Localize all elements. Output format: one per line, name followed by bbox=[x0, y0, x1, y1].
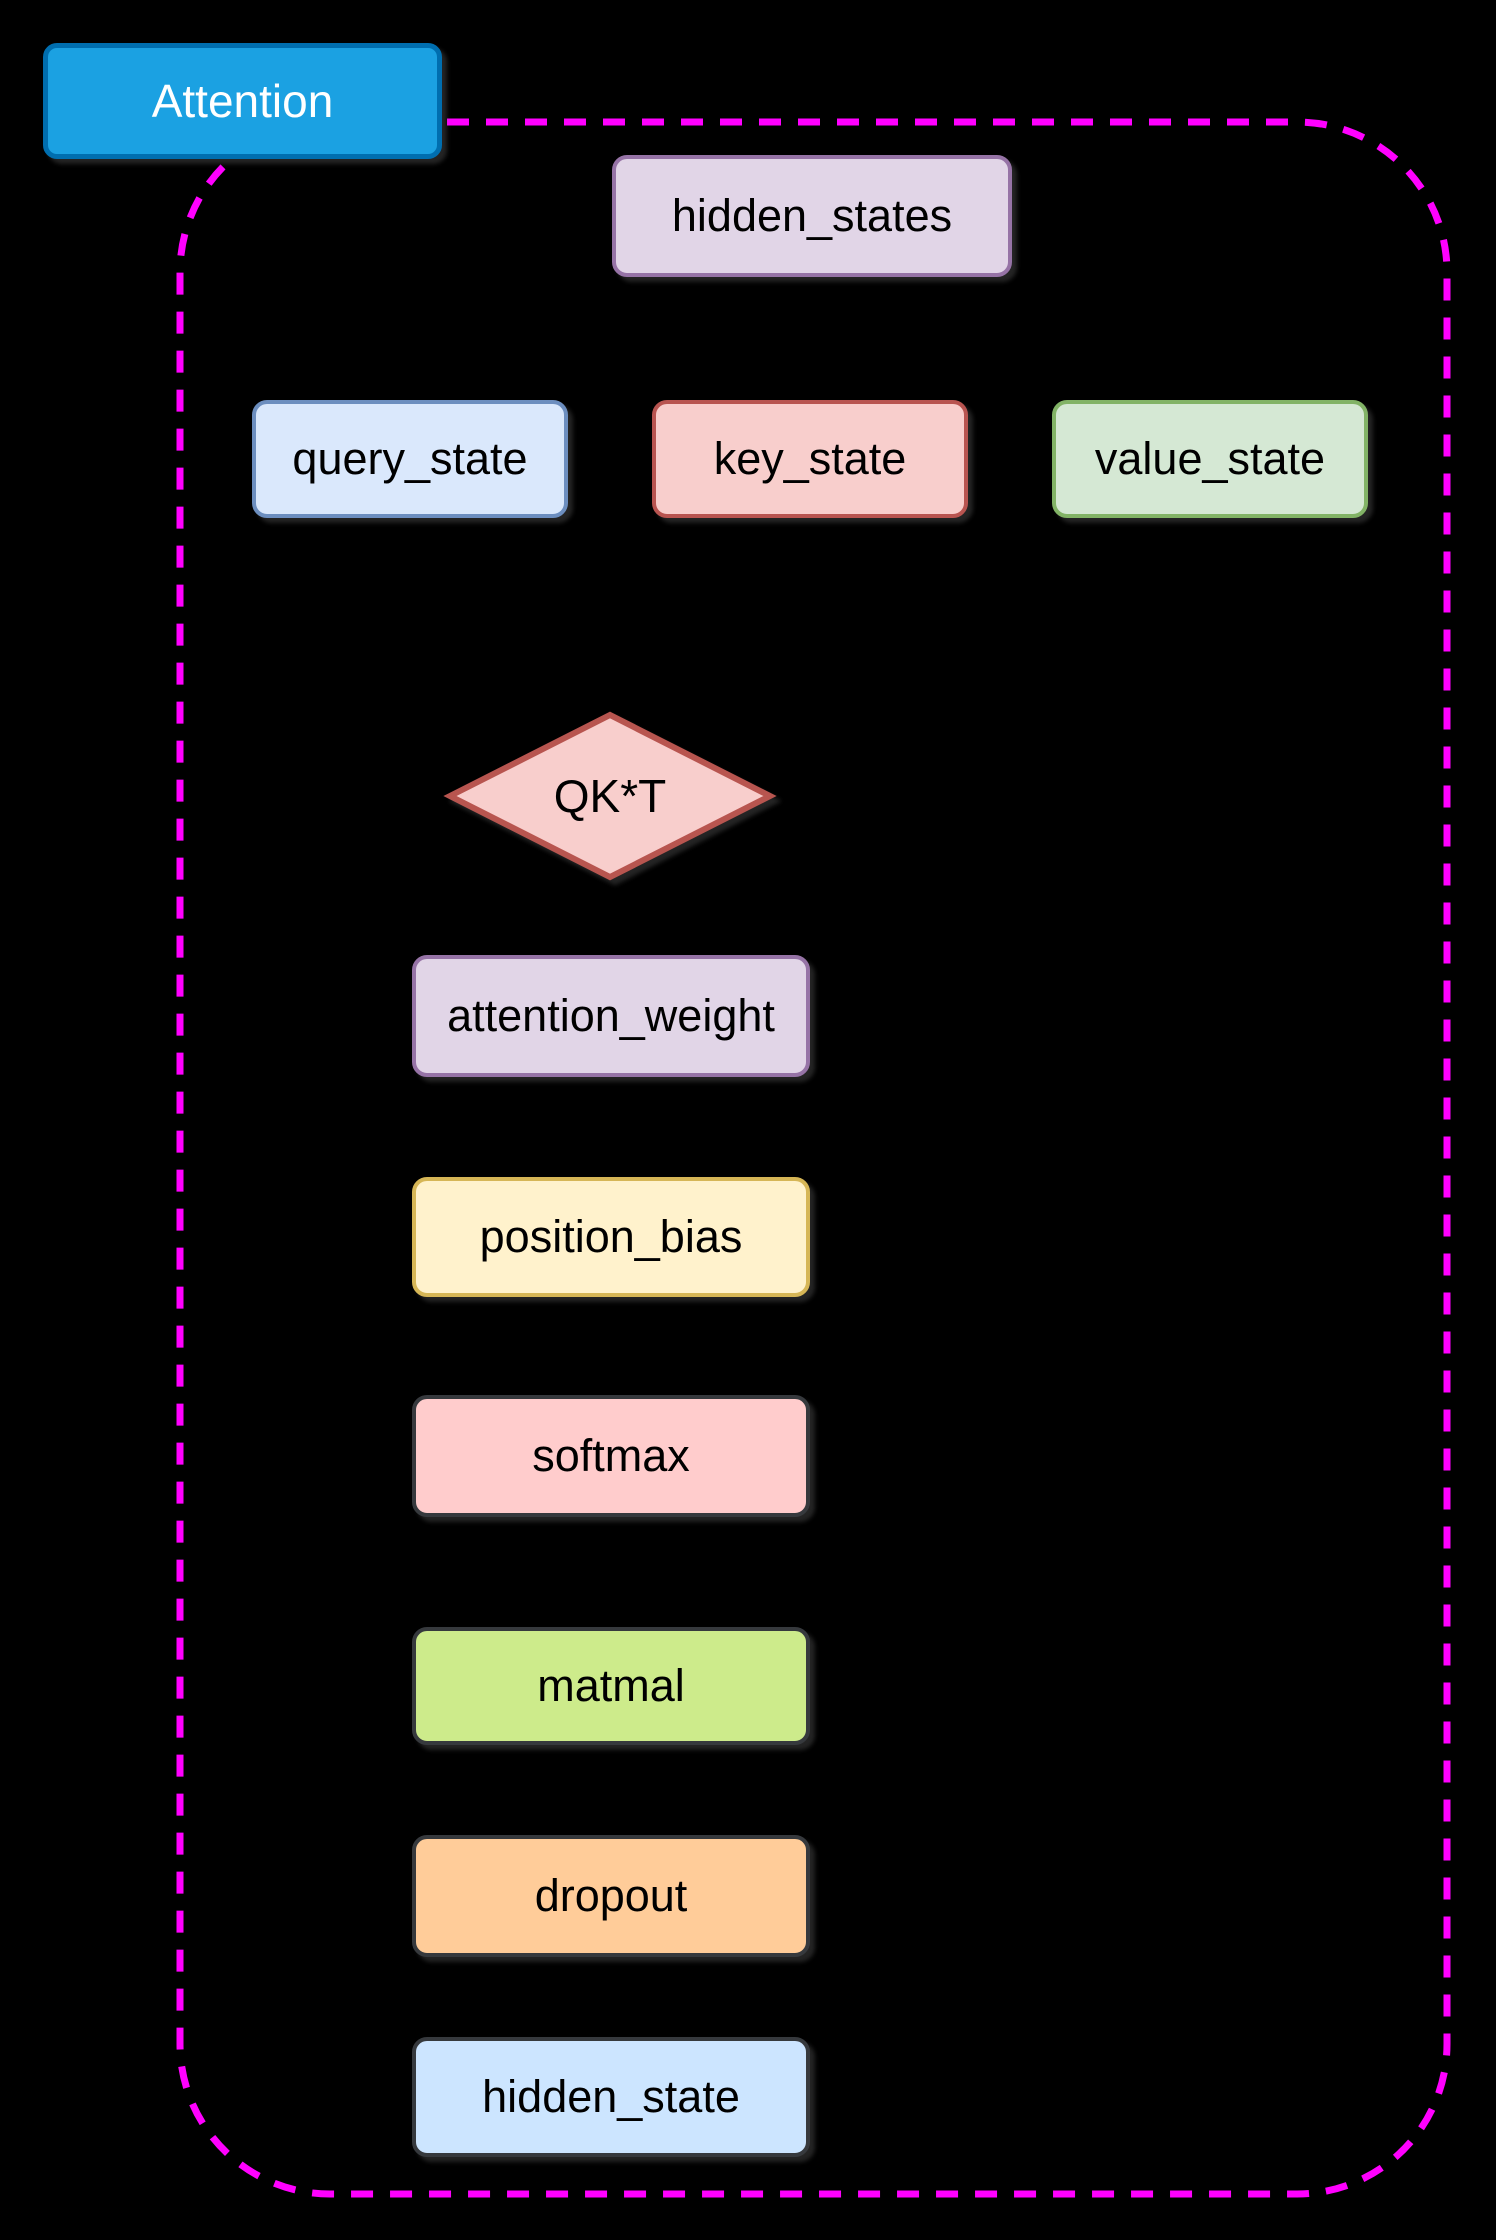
node-hidden-states: hidden_states bbox=[612, 155, 1012, 277]
node-position-bias-label: position_bias bbox=[479, 1211, 743, 1262]
node-position-bias: position_bias bbox=[412, 1177, 810, 1297]
node-softmax-label: softmax bbox=[532, 1430, 690, 1481]
node-key-state: key_state bbox=[652, 400, 968, 518]
qkt-diamond-shape bbox=[443, 711, 777, 881]
node-value-state: value_state bbox=[1052, 400, 1368, 518]
node-key-state-label: key_state bbox=[713, 433, 907, 484]
attention-module-dashed-boundary bbox=[176, 118, 1451, 2198]
node-dropout-label: dropout bbox=[534, 1870, 688, 1921]
node-query-state-label: query_state bbox=[292, 433, 528, 484]
node-hidden-state: hidden_state bbox=[412, 2037, 810, 2157]
node-query-state: query_state bbox=[252, 400, 568, 518]
node-attention-weight-label: attention_weight bbox=[447, 990, 775, 1041]
attention-group-label-text: Attention bbox=[151, 75, 334, 127]
attention-group-label: Attention bbox=[43, 43, 442, 159]
node-attention-weight: attention_weight bbox=[412, 955, 810, 1077]
node-hidden-state-label: hidden_state bbox=[482, 2071, 740, 2122]
node-dropout: dropout bbox=[412, 1835, 810, 1957]
node-softmax: softmax bbox=[412, 1395, 810, 1517]
node-matmal: matmal bbox=[412, 1627, 810, 1745]
node-hidden-states-label: hidden_states bbox=[671, 190, 953, 241]
node-matmal-label: matmal bbox=[537, 1660, 685, 1711]
node-value-state-label: value_state bbox=[1094, 433, 1326, 484]
